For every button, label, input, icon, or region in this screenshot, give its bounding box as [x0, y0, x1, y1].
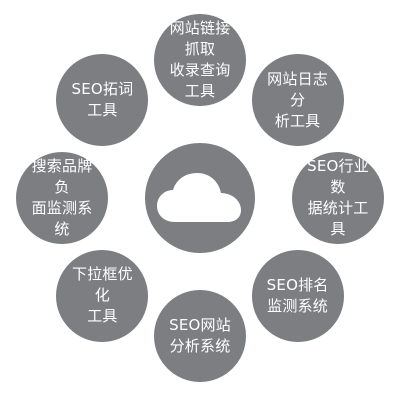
node-label: SEO网站 分析系统 [169, 316, 231, 355]
node-keyword-expand: SEO拓词 工具 [56, 54, 149, 147]
node-label: SEO拓词 工具 [71, 80, 134, 120]
node-site-analysis: SEO网站 分析系统 [154, 290, 246, 382]
node-link-crawl: 网站链接抓取 收录查询工具 [154, 14, 246, 106]
node-dropdown-optimize: 下拉框优化 工具 [56, 249, 149, 342]
node-label: 网站链接抓取 收录查询工具 [169, 19, 231, 100]
cloud-icon [157, 173, 241, 222]
node-industry-data: SEO行业数 据统计工具 [292, 152, 384, 244]
node-label: 下拉框优化 工具 [72, 265, 133, 326]
node-label: SEO行业数 据统计工具 [307, 157, 369, 238]
center-hub [145, 143, 255, 253]
node-label: 网站日志分 析工具 [267, 69, 328, 130]
node-label: 搜索品牌负 面监测系统 [31, 157, 93, 238]
node-log-analysis: 网站日志分 析工具 [251, 54, 344, 147]
node-ranking-monitor: SEO排名 监测系统 [251, 249, 344, 342]
node-brand-monitor: 搜索品牌负 面监测系统 [16, 152, 108, 244]
node-label: SEO排名 监测系统 [266, 275, 329, 315]
